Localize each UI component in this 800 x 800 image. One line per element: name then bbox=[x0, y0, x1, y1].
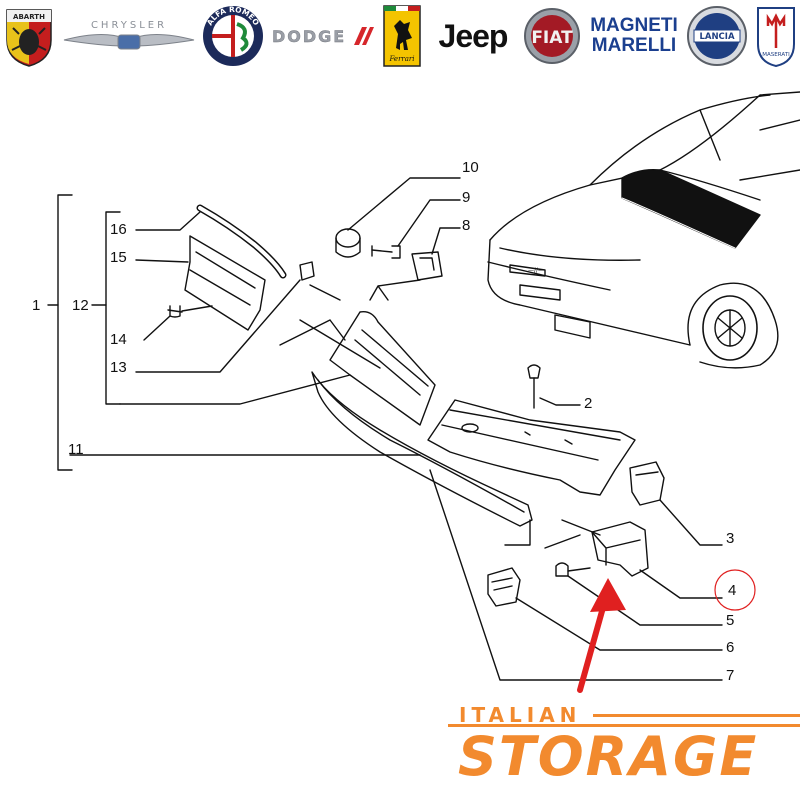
car-illustration: —//— bbox=[487, 91, 800, 369]
italian-storage-logo-graphic bbox=[448, 714, 800, 727]
callout-7: 7 bbox=[726, 667, 735, 684]
lancia-logo: LANCIA bbox=[684, 4, 750, 68]
chrysler-logo-text: CHRYSLER bbox=[91, 20, 167, 31]
watermark-line-1: ITALIAN bbox=[459, 703, 582, 727]
ferrari-logo: Ferrari bbox=[380, 4, 424, 68]
callout-16: 16 bbox=[110, 221, 127, 238]
part-12-inner-panel bbox=[329, 311, 436, 426]
group-bracket-12 bbox=[105, 211, 121, 405]
jeep-logo-text: Jeep bbox=[438, 17, 509, 54]
callout-2: 2 bbox=[584, 395, 593, 412]
abarth-logo: ABARTH bbox=[0, 4, 58, 68]
callout-9: 9 bbox=[462, 189, 471, 206]
ferrari-logo-text: Ferrari bbox=[388, 55, 414, 63]
brand-logo-strip: ABARTH CHRYSLER ALFA ROMEO bbox=[0, 0, 800, 75]
abarth-logo-text: ABARTH bbox=[13, 13, 45, 21]
part-4-bracket bbox=[591, 521, 649, 577]
jeep-logo: Jeep bbox=[428, 4, 518, 68]
cowl-panel bbox=[427, 399, 636, 496]
callout-4: 4 bbox=[728, 582, 737, 599]
highlighted-cowl-area bbox=[621, 168, 761, 249]
part-16-seal bbox=[196, 204, 287, 279]
callout-11: 11 bbox=[68, 441, 84, 458]
part-10-grommet bbox=[335, 228, 361, 248]
part-3-clip bbox=[629, 461, 665, 506]
callout-12: 12 bbox=[72, 297, 89, 314]
callout-3: 3 bbox=[726, 530, 735, 547]
callout-4-highlight-circle bbox=[714, 569, 756, 611]
part-11-long-seal bbox=[311, 371, 533, 527]
group-bracket-1 bbox=[57, 194, 73, 471]
part-9-screw bbox=[371, 245, 401, 259]
marelli-logo-text: MARELLI bbox=[591, 35, 677, 56]
part-15-plate bbox=[184, 235, 266, 331]
part-6-block bbox=[487, 567, 521, 607]
lancia-logo-text: LANCIA bbox=[699, 32, 735, 42]
fiat-logo: FIAT bbox=[522, 4, 582, 68]
magneti-marelli-logo: MAGNETI MARELLI bbox=[586, 4, 682, 68]
red-pointer-arrow bbox=[577, 578, 626, 693]
dodge-logo: DODGE bbox=[270, 4, 374, 68]
fiat-logo-text: FIAT bbox=[531, 28, 573, 48]
svg-text:—//—: —//— bbox=[528, 267, 544, 274]
part-8-clip-nut bbox=[411, 251, 443, 281]
alfa-romeo-logo: ALFA ROMEO bbox=[200, 4, 266, 68]
maserati-logo: MASERATI bbox=[752, 4, 800, 68]
callout-10: 10 bbox=[462, 159, 479, 176]
part-5-screw bbox=[555, 562, 569, 577]
callout-6: 6 bbox=[726, 639, 735, 656]
callout-14: 14 bbox=[110, 331, 127, 348]
callout-5: 5 bbox=[726, 612, 735, 629]
watermark-line-2: STORAGE bbox=[458, 725, 759, 788]
part-2-screw bbox=[527, 364, 541, 379]
dodge-logo-text: DODGE bbox=[272, 27, 346, 46]
maserati-logo-text: MASERATI bbox=[762, 52, 790, 58]
callout-8: 8 bbox=[462, 217, 471, 234]
magneti-logo-text: MAGNETI bbox=[590, 15, 678, 37]
callout-13: 13 bbox=[110, 359, 127, 376]
callout-1: 1 bbox=[32, 297, 41, 314]
part-13-clip bbox=[299, 261, 315, 281]
callout-15: 15 bbox=[110, 249, 127, 266]
chrysler-logo: CHRYSLER bbox=[62, 4, 196, 68]
